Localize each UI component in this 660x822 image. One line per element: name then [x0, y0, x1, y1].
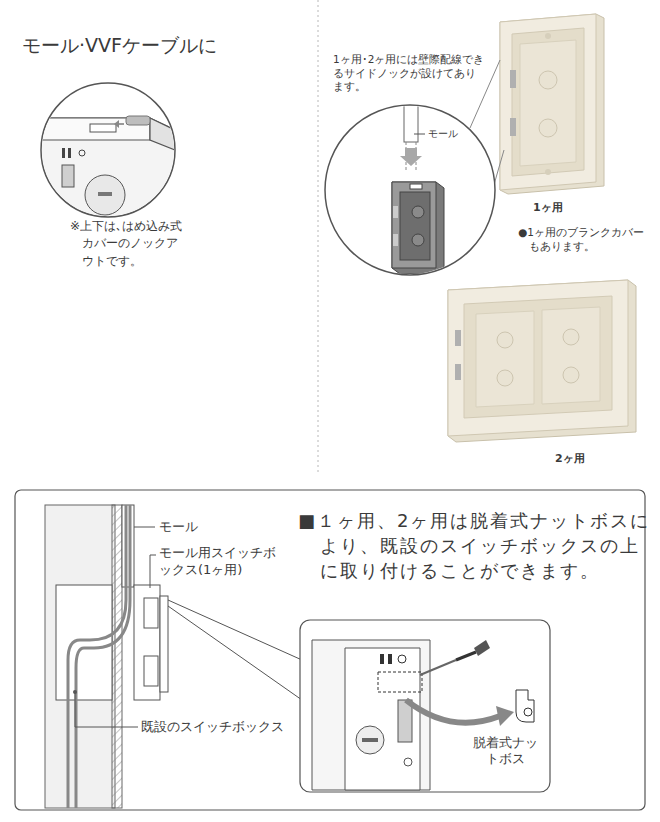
- double-box-photo: [448, 280, 636, 442]
- knockout-detail: [40, 83, 175, 230]
- page-title: モール·VVFケーブルに: [22, 33, 217, 59]
- nut-boss-detail: [300, 620, 550, 792]
- product-label: 1ヶ用: [533, 201, 563, 216]
- wall-section: [45, 505, 168, 808]
- note-text: ※上下は､はめ込み式カバーのノックアウトです。: [70, 218, 186, 270]
- part-label: モール用スイッチボックス(1ヶ用): [159, 545, 284, 579]
- zoom-line: [168, 600, 302, 660]
- part-label: 既設のスイッチボックス: [141, 718, 284, 736]
- note-text: 1ヶ用･2ヶ用には壁際配線できるサイドノックが設けてあります。: [333, 53, 485, 94]
- zoom-line: [168, 606, 302, 700]
- part-label: モール: [428, 127, 458, 141]
- mall-detail: [325, 100, 495, 275]
- product-label: 2ヶ用: [555, 452, 585, 467]
- description-text: ■１ヶ用、2ヶ用は脱着式ナットボスにより、既設のスイッチボックスの上に取り付ける…: [298, 508, 654, 584]
- part-label: 脱着式ナットボス: [468, 735, 542, 768]
- single-box-photo: [500, 14, 604, 194]
- divider: [318, 0, 319, 475]
- note-text: ●1ヶ用のブランクカバーもあります。: [518, 225, 647, 253]
- part-label: モール: [159, 518, 198, 536]
